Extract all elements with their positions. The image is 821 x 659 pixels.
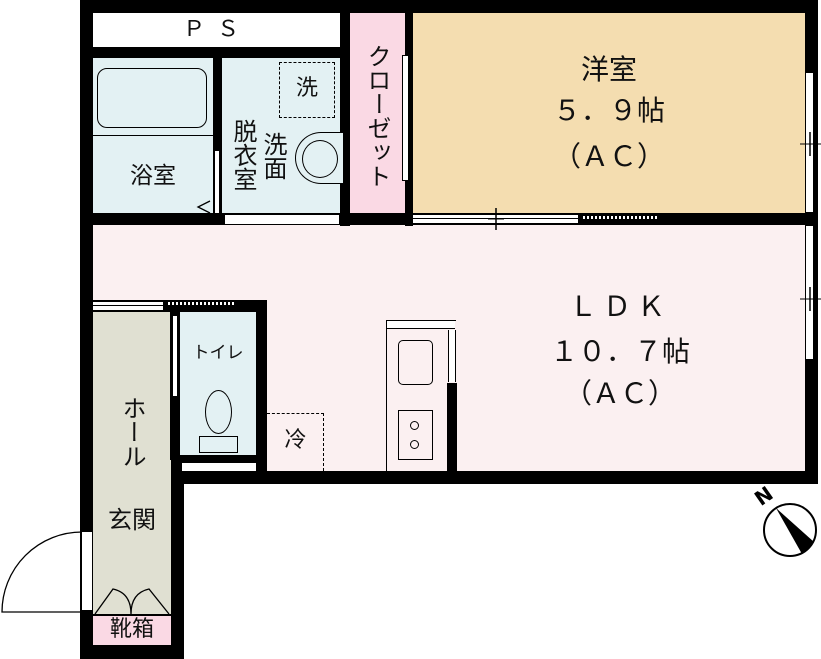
bath-label: 浴室 (130, 163, 176, 189)
door-handle-icon (488, 208, 504, 230)
counter-backsplash (387, 321, 455, 329)
wall (340, 0, 350, 226)
wall (171, 455, 261, 463)
compass-icon: N (750, 481, 817, 557)
closet (350, 13, 406, 213)
washroom-label-a: 洗面 (259, 132, 287, 180)
closet-door[interactable] (402, 55, 409, 181)
shoe-box-door-icon (94, 588, 170, 615)
door-track (93, 305, 163, 306)
wall (171, 455, 184, 659)
western-room-name: 洋室 (580, 53, 637, 86)
wall (405, 0, 413, 226)
shoe-box-label: 靴箱 (109, 617, 154, 642)
washroom-door[interactable] (225, 215, 339, 224)
toilet-label: トイレ (192, 343, 244, 363)
western-room-size: ５．９帖 (552, 94, 665, 127)
toilet-door[interactable] (172, 315, 178, 397)
bathtub-icon (97, 68, 207, 128)
sink-icon (398, 340, 433, 385)
ps-space (93, 13, 341, 48)
wall (256, 471, 818, 484)
wall (171, 471, 261, 484)
toilet-bowl-icon (205, 390, 232, 434)
wall (213, 58, 222, 218)
closet-label: クローゼット (363, 44, 391, 188)
window-handle-icon (800, 287, 821, 311)
ldk-note: （ＡＣ） (563, 377, 676, 410)
kitchen-counter (386, 320, 456, 472)
ldk-name: ＬＤＫ (568, 290, 671, 323)
wall (80, 645, 184, 659)
wall (256, 300, 267, 484)
svg-text:N: N (750, 481, 777, 510)
wall (80, 0, 818, 13)
wall (80, 0, 93, 659)
western-room (413, 13, 805, 213)
bath-door[interactable] (214, 150, 220, 214)
washer-label: 洗 (295, 76, 318, 101)
counter-wall (448, 330, 456, 382)
fridge-label: 冷 (284, 428, 307, 453)
hall-label: ホール (118, 396, 146, 468)
entrance-door-swing-icon (1, 531, 83, 613)
window-handle-icon (800, 132, 821, 156)
burner-icon (410, 440, 419, 449)
toilet-shelf (182, 463, 256, 471)
shoe-box (93, 615, 171, 645)
door-track (165, 301, 235, 306)
hall-entrance (93, 310, 171, 618)
basin-bowl-icon (302, 140, 338, 178)
shoe-box-edge (93, 614, 171, 616)
hall-sliding-door[interactable] (93, 301, 163, 311)
washer-space (279, 62, 335, 118)
stove-icon (398, 410, 433, 460)
western-room-note: （ＡＣ） (552, 140, 665, 173)
washroom-label-b: 脱衣室 (229, 119, 257, 191)
door-arrow-icon (196, 200, 211, 214)
bathtub-divider (93, 135, 213, 136)
ps-label: ＰＳ (182, 17, 251, 42)
ldk-size: １０．７帖 (549, 335, 690, 368)
entrance-door-opening[interactable] (81, 531, 93, 611)
burner-icon (410, 421, 419, 430)
door-track (580, 215, 660, 220)
fridge-space (267, 413, 324, 471)
wall (80, 47, 350, 58)
entrance-label: 玄関 (108, 506, 156, 534)
wall (447, 383, 457, 473)
toilet-tank-icon (199, 436, 238, 453)
